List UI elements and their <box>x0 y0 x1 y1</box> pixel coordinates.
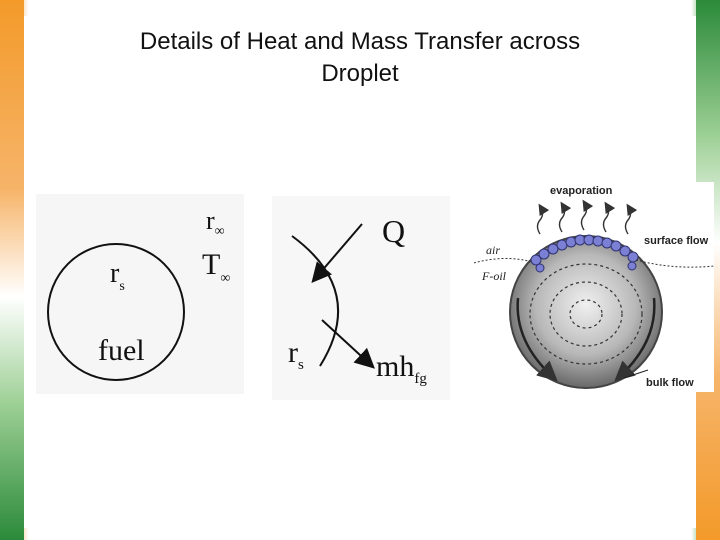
title-line-2: Droplet <box>321 60 399 87</box>
title-line-1: Details of Heat and Mass Transfer across <box>139 28 581 55</box>
air-interface-line <box>469 258 533 265</box>
heat-in-arrow <box>311 223 363 284</box>
surface-flow-label: surface flow <box>644 235 709 247</box>
droplet-figure: r∞ T∞ rs fuel <box>36 194 244 394</box>
surface-bubbles <box>530 234 639 273</box>
left-flag-border <box>0 0 24 540</box>
mhfg-label: mhfg <box>376 350 427 387</box>
air-label: air <box>486 243 500 257</box>
bulk-flow-loops <box>529 263 643 365</box>
evaporation-svg: evaporation air F-oil surface flow bulk … <box>469 185 715 389</box>
vapor-wisps <box>536 199 638 235</box>
transfer-figure: Q rs mhfg <box>272 196 450 400</box>
droplet-surface-arc <box>291 235 340 367</box>
foil-label: F-oil <box>481 269 507 283</box>
rs-label: rs <box>110 258 125 294</box>
flow-arrows <box>516 297 656 382</box>
droplet-svg: r∞ T∞ rs fuel <box>47 206 230 381</box>
t-inf-label: T∞ <box>202 248 230 286</box>
evaporation-figure: evaporation air F-oil surface flow bulk … <box>469 182 715 392</box>
mass-out-arrow <box>321 319 375 369</box>
q-label: Q <box>382 213 405 249</box>
transfer-svg: Q rs mhfg <box>288 213 427 387</box>
droplet-circle <box>47 243 185 381</box>
fuel-label: fuel <box>98 334 145 367</box>
evaporation-label: evaporation <box>550 185 613 197</box>
rs-label-mid: rs <box>288 336 304 373</box>
r-inf-label: r∞ <box>206 206 225 239</box>
slide-title: Details of Heat and Mass Transfer across… <box>24 26 696 90</box>
bulk-flow-label: bulk flow <box>646 377 694 389</box>
